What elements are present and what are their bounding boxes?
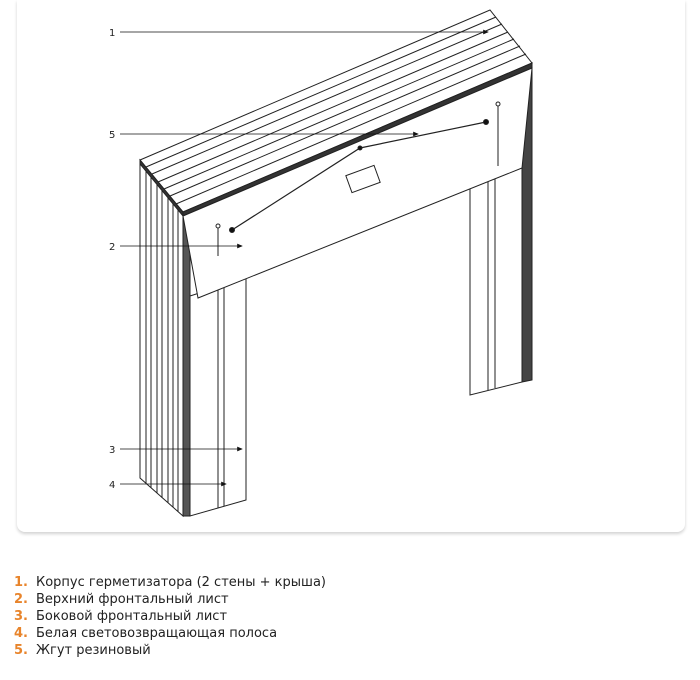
legend-number: 5. (14, 643, 28, 658)
legend-number: 4. (14, 626, 28, 641)
legend-text: Боковой фронтальный лист (36, 609, 228, 624)
roof (139, 9, 533, 218)
legend-number: 3. (14, 609, 28, 624)
legend-item: 1. Корпус герметизатора (2 стены + крыша) (14, 574, 326, 591)
legend-text: Верхний фронтальный лист (36, 592, 229, 607)
legend-text: Белая световозвращающая полоса (36, 626, 278, 641)
legend-item: 5. Жгут резиновый (14, 642, 326, 659)
hook-left (215, 223, 221, 229)
legend-list: 1. Корпус герметизатора (2 стены + крыша)… (14, 574, 326, 659)
callout-4: 4 (109, 480, 115, 491)
legend-item: 2. Верхний фронтальный лист (14, 591, 326, 608)
dock-shelter-diagram: 1 5 2 3 4 (109, 9, 533, 518)
legend-item: 3. Боковой фронтальный лист (14, 608, 326, 625)
callout-5: 5 (109, 130, 115, 141)
callout-lines (120, 29, 489, 487)
legend-number: 1. (14, 575, 28, 590)
callout-2: 2 (109, 242, 115, 253)
legend-text: Жгут резиновый (36, 643, 151, 658)
top-front-sheet (182, 67, 533, 299)
legend-text: Корпус герметизатора (2 стены + крыша) (36, 575, 326, 590)
callout-3: 3 (109, 445, 115, 456)
callout-1: 1 (109, 28, 115, 39)
rope-anchor-right (483, 119, 489, 125)
legend-item: 4. Белая световозвращающая полоса (14, 625, 326, 642)
rope-anchor-left (229, 227, 235, 233)
legend-number: 2. (14, 592, 28, 607)
rope-anchor-middle (357, 145, 363, 151)
label-plate (345, 164, 381, 194)
left-wall (139, 160, 247, 518)
hook-right (495, 101, 501, 107)
